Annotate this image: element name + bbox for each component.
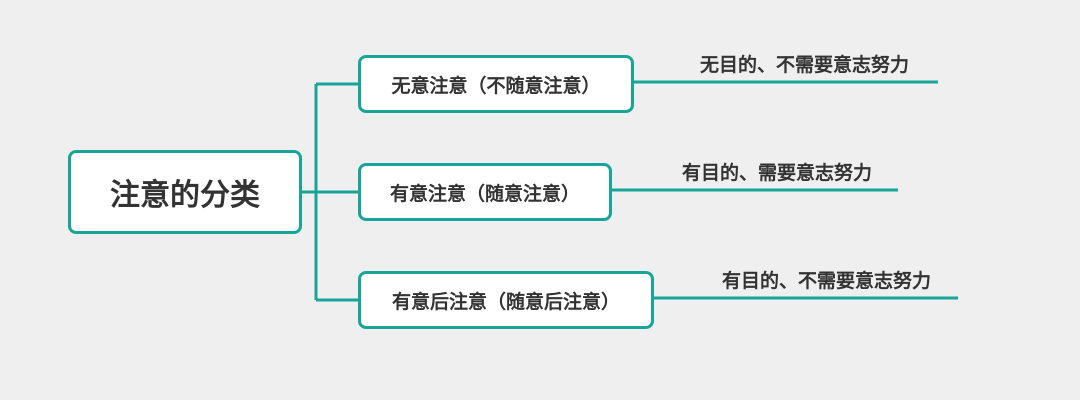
branch-node-involuntary-attention: 无意注意（不随意注意） [358,55,634,113]
branch-note: 无目的、不需要意志努力 [700,54,910,76]
branch-node-post-voluntary-attention: 有意后注意（随意后注意） [358,271,654,329]
branch-label: 有意后注意（随意后注意） [391,290,620,313]
branch-label: 有意注意（随意注意） [389,182,580,205]
root-node: 注意的分类 [68,150,302,234]
branch-note: 有目的、不需要意志努力 [722,270,932,292]
branch-label: 无意注意（不随意注意） [391,74,601,97]
branch-note: 有目的、需要意志努力 [682,162,873,184]
branch-node-voluntary-attention: 有意注意（随意注意） [358,163,612,221]
root-label: 注意的分类 [110,178,260,213]
